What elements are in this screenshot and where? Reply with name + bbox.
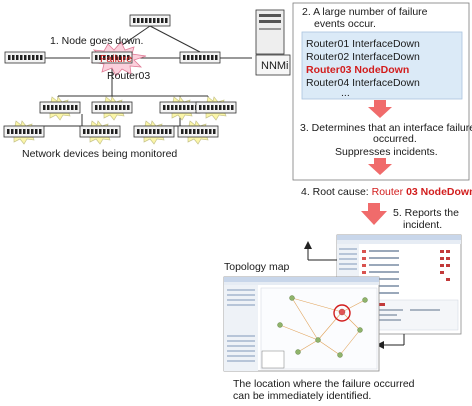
topology-label: Topology map — [224, 261, 290, 273]
nnmi-server-icon — [220, 9, 291, 76]
event-list — [301, 31, 463, 100]
event-item: Router04 InterfaceDown — [306, 77, 420, 89]
affected-device — [79, 120, 121, 145]
step1-label: 1. Node goes down. — [50, 35, 143, 47]
location-note-line1: The location where the failure occurred — [233, 378, 415, 390]
network-device — [4, 51, 46, 64]
step3-line3: Suppresses incidents. — [335, 146, 438, 158]
failed-router-label: Router03 — [107, 70, 150, 82]
step5-line2: incident. — [403, 219, 442, 231]
event-item: Router01 InterfaceDown — [306, 38, 420, 50]
event-item-highlight: Router03 NodeDown — [306, 64, 409, 76]
network-device — [179, 51, 221, 64]
step2-line1: 2. A large number of failure — [302, 6, 428, 18]
affected-device — [91, 96, 133, 121]
step4-label: 4. Root cause: Router 03 NodeDown — [301, 186, 472, 198]
affected-device — [159, 96, 201, 121]
location-note-line2: can be immediately identified. — [233, 390, 371, 402]
failure-label: Failure — [100, 53, 132, 65]
nnmi-label: NNMi — [261, 60, 289, 72]
network-device — [129, 14, 171, 27]
step5-line1: 5. Reports the — [393, 207, 459, 219]
flow-arrow — [368, 100, 392, 118]
event-item: Router02 InterfaceDown — [306, 51, 420, 63]
affected-device — [195, 96, 237, 121]
network-devices — [3, 14, 237, 145]
affected-device — [39, 96, 81, 121]
step3-line1: 3. Determines that an interface failure — [300, 122, 472, 134]
step2-line2: events occur. — [314, 18, 376, 30]
step3-line2: occurred. — [373, 133, 417, 145]
event-ellipsis: ... — [341, 87, 350, 99]
flow-arrow — [361, 203, 387, 225]
affected-device — [133, 120, 175, 145]
topology-map-thumbnail — [223, 276, 380, 372]
connector-arrowhead — [304, 241, 312, 249]
affected-device — [177, 120, 219, 145]
affected-device — [3, 120, 45, 145]
connector-arrowhead — [376, 341, 384, 349]
monitored-caption: Network devices being monitored — [22, 148, 177, 160]
flow-arrow — [368, 158, 392, 175]
failure-location-highlight — [333, 304, 351, 322]
